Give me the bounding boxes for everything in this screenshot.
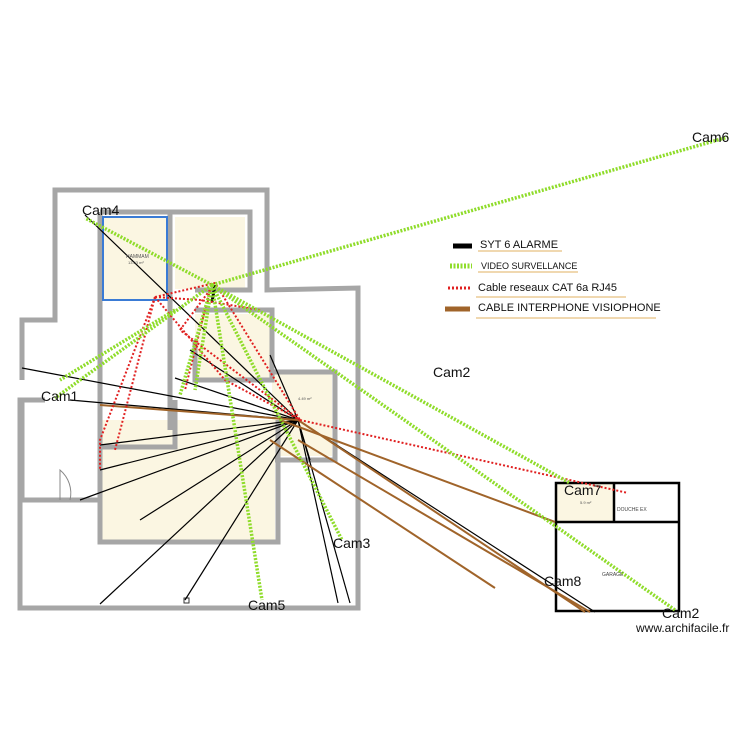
camera-label-cam6: Cam6: [692, 129, 730, 145]
video-line: [210, 284, 264, 601]
room-top-right: [175, 217, 245, 289]
video-lines: [53, 135, 729, 612]
alarm-line: [99, 419, 299, 471]
intercom-line: [269, 439, 496, 589]
camera-label-cam1: Cam1: [41, 388, 79, 404]
intercom-line: [279, 419, 556, 523]
room-large: [100, 420, 275, 540]
alarm-line: [297, 419, 339, 604]
alarm-line: [189, 349, 299, 421]
legend-label-video: VIDEO SURVELLANCE: [481, 261, 578, 271]
room-label-douche: DOUCHE EX: [617, 507, 647, 513]
intercom-lines: [99, 404, 591, 613]
camera-label-cam4: Cam4: [82, 202, 120, 218]
network-line: [99, 296, 156, 470]
footer-watermark: www.archifacile.fr: [636, 621, 730, 635]
alarm-line: [99, 419, 299, 446]
camera-label-cam8: Cam8: [544, 573, 582, 589]
video-line: [211, 135, 729, 287]
network-line: [178, 289, 301, 421]
room-middle: [195, 314, 270, 380]
video-line: [210, 284, 344, 541]
video-line: [53, 283, 214, 400]
camera-label-cam2b: Cam2: [662, 605, 700, 621]
room-fills: [100, 217, 613, 540]
camera-label-cam5: Cam5: [248, 597, 286, 613]
video-line: [193, 284, 214, 391]
video-line: [59, 308, 176, 382]
alarm-line: [99, 419, 299, 605]
outer-wall-left: [19, 228, 58, 380]
room-area-hammam: 13.03 m²: [128, 260, 144, 265]
room-area-annex: 5.9 m²: [580, 500, 592, 505]
camera-label-cam2a: Cam2: [433, 364, 471, 380]
door-swing: [59, 468, 72, 501]
video-line: [211, 283, 571, 485]
legend-swatches: [445, 243, 656, 319]
annex-building: [554, 481, 681, 613]
alarm-line: [79, 419, 299, 501]
hammam-border: [102, 216, 168, 301]
room-small: [272, 374, 332, 456]
alarm-line: [184, 419, 299, 601]
room-label-hammam: HAMMAM: [126, 254, 149, 260]
alarm-line: [269, 354, 299, 421]
room-hammam: [103, 217, 167, 300]
camera-label-cam7: Cam7: [564, 482, 602, 498]
intercom-line: [99, 404, 299, 421]
alarm-line: [139, 419, 299, 521]
network-line: [299, 419, 629, 494]
network-line: [154, 281, 301, 421]
small-square-mark: [183, 597, 190, 604]
inner-wall-5: [272, 369, 338, 463]
camera-label-cam3: Cam3: [333, 535, 371, 551]
legend-label-alarm: SYT 6 ALARME: [480, 239, 559, 251]
annex-outline: [554, 481, 681, 613]
inner-wall-8: [19, 400, 100, 503]
inner-wall-6: [100, 400, 178, 450]
inner-wall-7: [97, 420, 281, 545]
video-line: [178, 284, 214, 396]
room-area-small: 4.49 m²: [298, 396, 312, 401]
intercom-line: [297, 439, 591, 613]
video-line: [84, 216, 213, 287]
legend-label-intercom: CABLE INTERPHONE VISIOPHONE: [478, 302, 661, 314]
legend-label-network: Cable reseaux CAT 6a RJ45: [478, 282, 617, 294]
room-label-garage: GARAGE: [602, 572, 624, 578]
room-annex-area: [557, 484, 613, 522]
